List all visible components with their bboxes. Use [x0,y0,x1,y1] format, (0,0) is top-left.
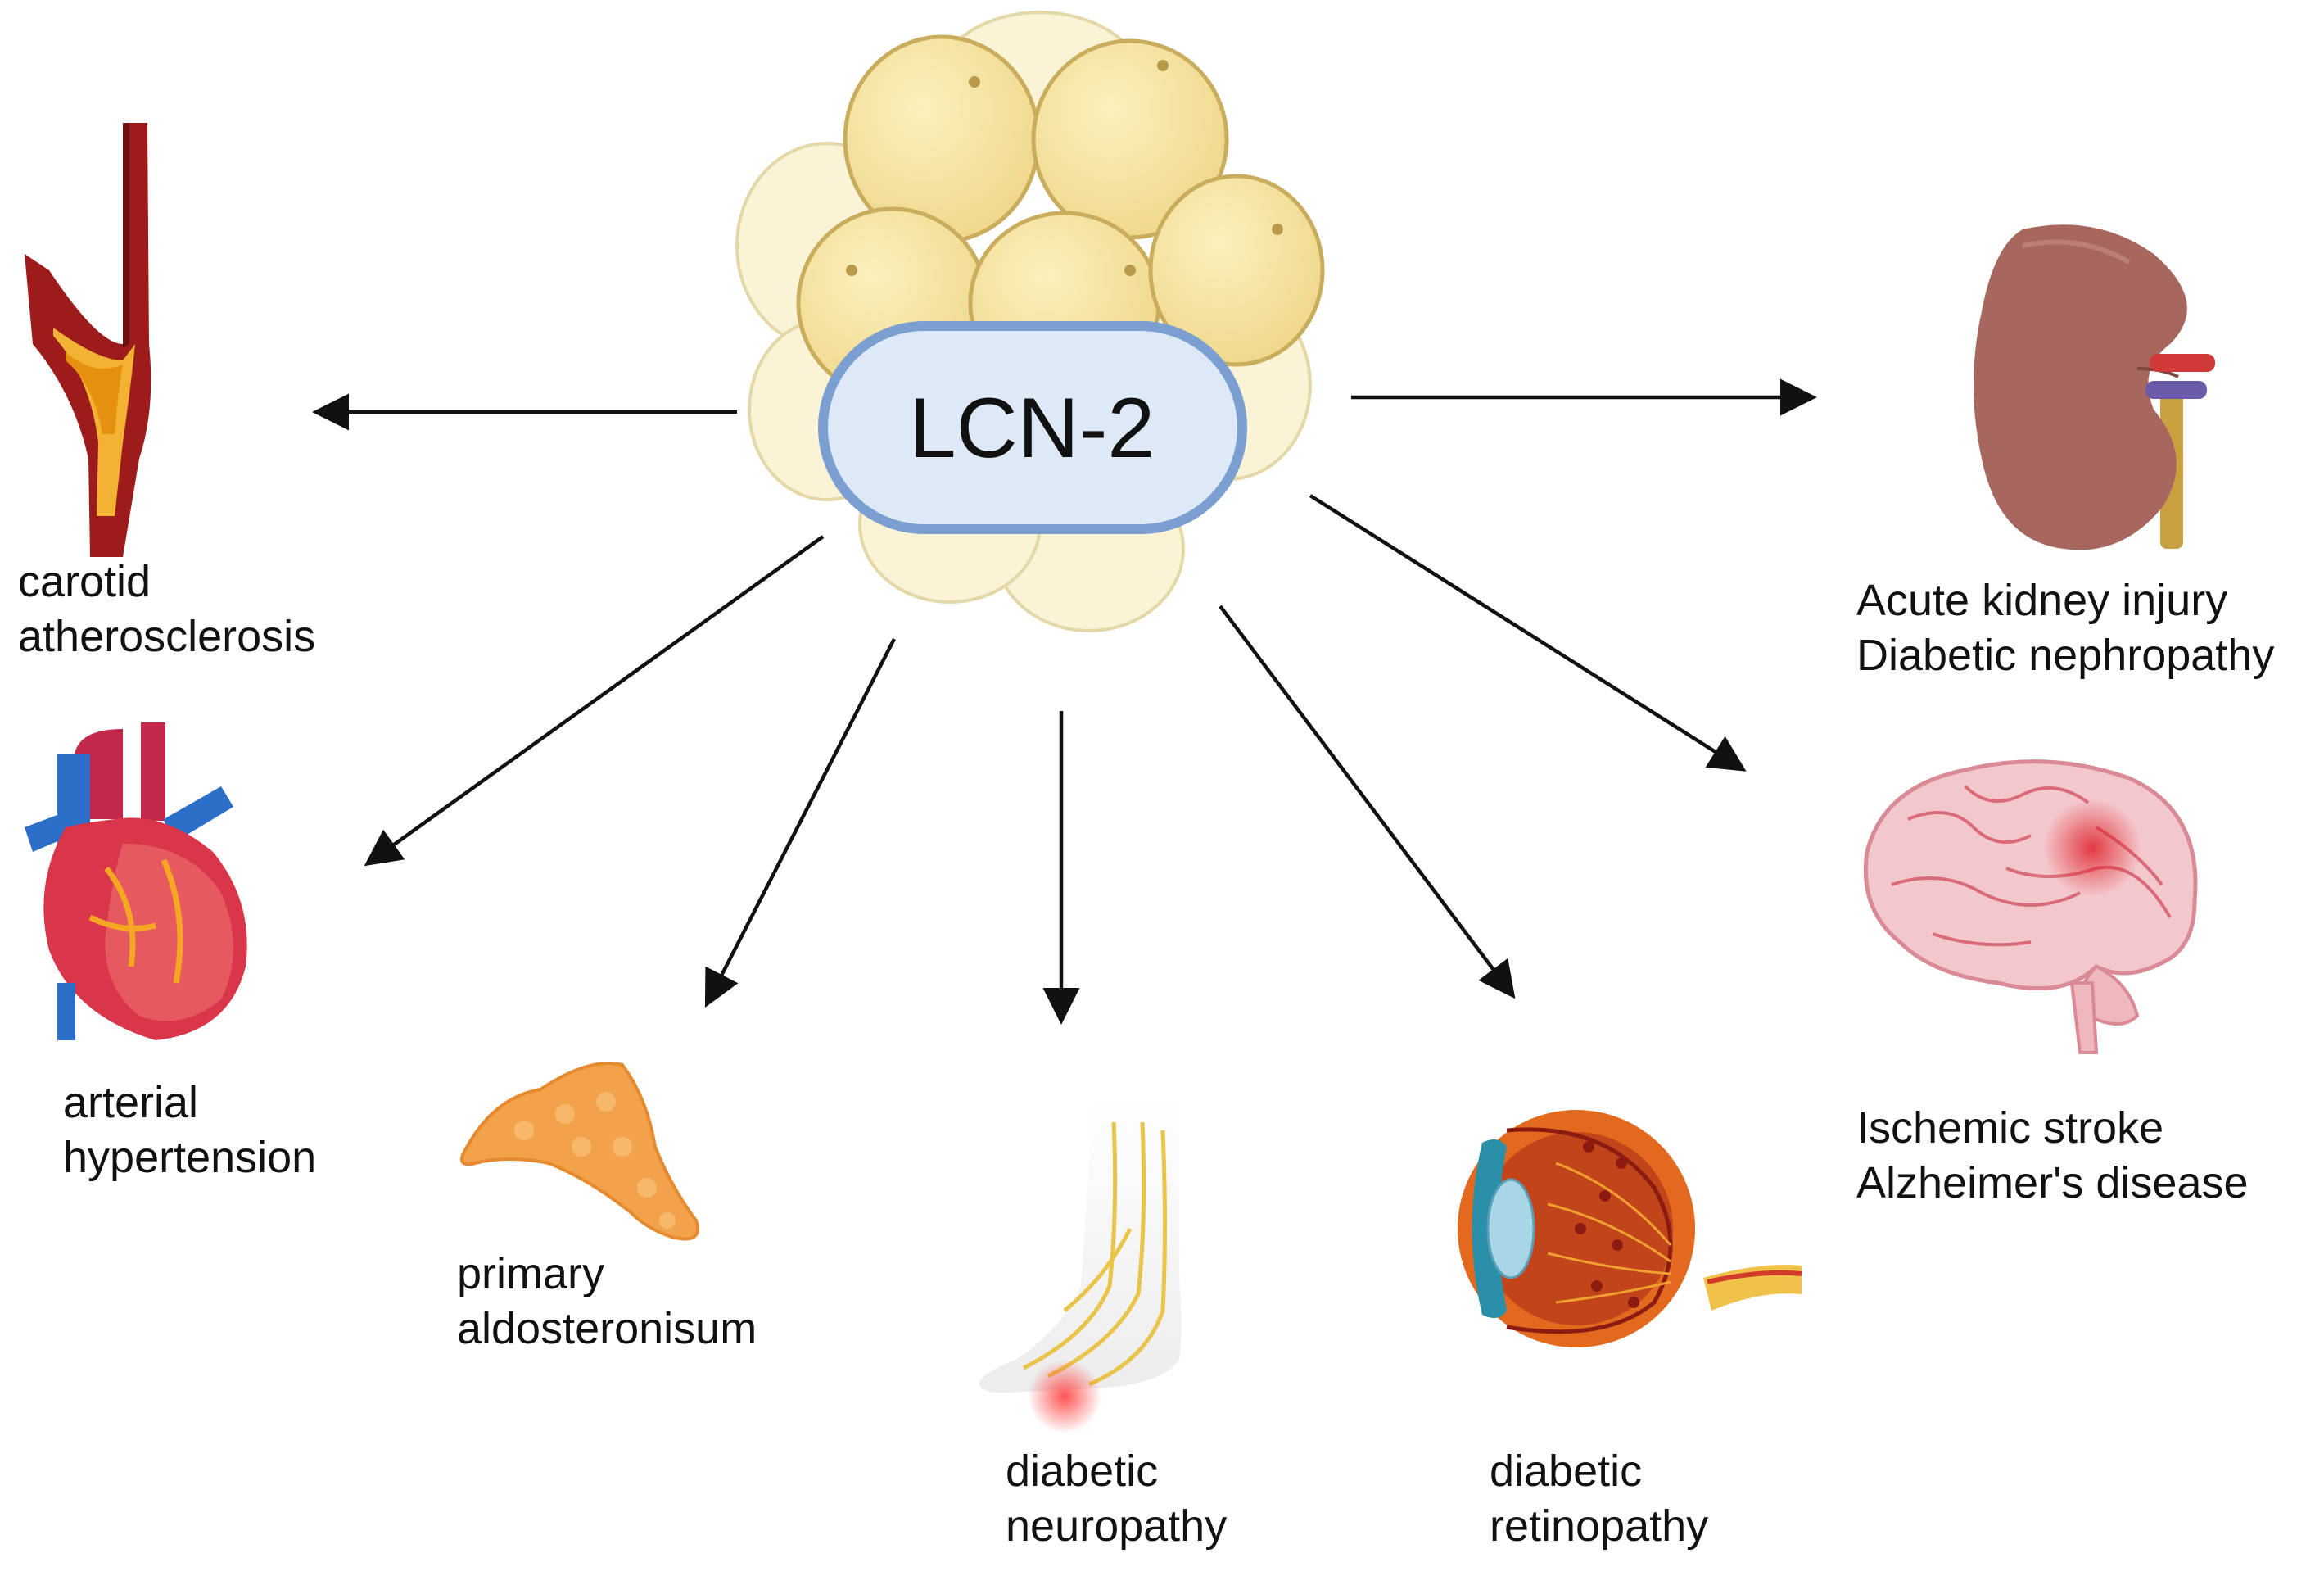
label-adrenal: primary aldosteronisum [457,1247,757,1356]
label-line: arterial [63,1078,199,1127]
label-line: Ischemic stroke [1856,1103,2164,1153]
label-brain: Ischemic stroke Alzheimer's disease [1856,1101,2249,1211]
label-kidney: Acute kidney injury Diabetic nephropathy [1856,573,2274,683]
label-line: diabetic [1490,1447,1643,1496]
carotid-artery-icon [25,123,151,557]
kidney-icon [1974,224,2215,550]
label-line: hypertension [63,1133,317,1182]
arrow-to-eye [1219,605,1516,999]
label-line: aldosteronisum [457,1304,757,1353]
label-foot: diabetic neuropathy [1006,1444,1227,1554]
foot-nerves-icon [979,1098,1182,1433]
arrow-to-adrenal [704,637,897,1008]
label-line: Acute kidney injury [1856,576,2228,625]
label-line: atherosclerosis [18,612,316,661]
label-line: carotid [18,557,151,606]
label-line: diabetic [1006,1447,1159,1496]
label-line: Diabetic nephropathy [1856,631,2275,680]
label-line: neuropathy [1006,1501,1228,1551]
heart-icon [25,722,247,1040]
label-carotid: carotid atherosclerosis [18,555,315,664]
lcn2-label: LCN-2 [908,380,1155,476]
eye-icon [1458,1110,1802,1347]
arrow-to-brain [1309,494,1747,772]
brain-icon [1863,759,2198,1054]
label-heart: arterial hypertension [63,1076,316,1185]
label-line: Alzheimer's disease [1856,1158,2249,1207]
label-line: primary [457,1249,605,1298]
label-eye: diabetic retinopathy [1490,1444,1708,1554]
adrenal-gland-icon [460,1062,699,1241]
arrow-to-heart [364,535,825,867]
lcn2-node [818,321,1247,534]
label-line: retinopathy [1490,1501,1709,1551]
